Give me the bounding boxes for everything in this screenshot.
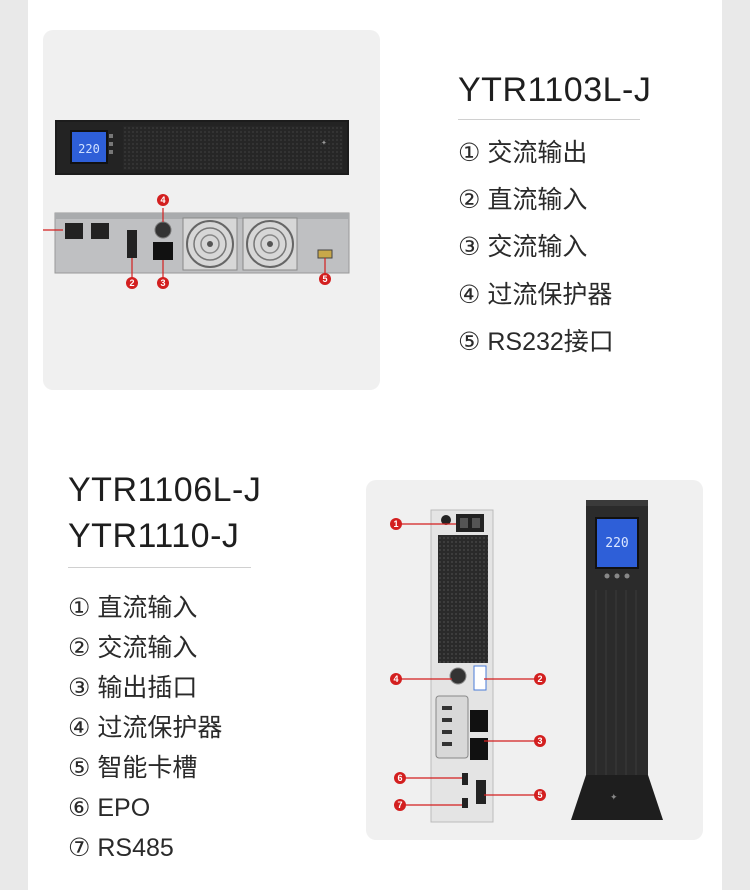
spec-item: ② 直流输入 <box>458 186 588 214</box>
marker-2: 2 <box>534 673 546 685</box>
ac-output-socket-1 <box>65 223 83 239</box>
rs232-port <box>317 249 333 259</box>
fan-left <box>182 217 238 271</box>
marker-3: 3 <box>157 277 169 289</box>
marker-7: 7 <box>394 799 406 811</box>
lcd-text: 220 <box>78 142 100 156</box>
marker-4: 4 <box>390 673 402 685</box>
marker-5: 5 <box>319 273 331 285</box>
breaker-icon <box>154 221 172 239</box>
rs485-port <box>462 798 468 808</box>
spec-item: ① 直流输入 <box>68 594 198 622</box>
product-card: 220 ✦ <box>28 0 722 890</box>
spec-item: ⑤ RS232接口 <box>458 328 614 356</box>
dc-input-port <box>441 515 451 525</box>
rack-ups-illustration: 220 ✦ <box>43 120 350 278</box>
spec-item: ① 交流输出 <box>458 139 588 167</box>
breaker-icon <box>449 667 467 685</box>
brand-logo-icon: ✦ <box>610 792 618 802</box>
fan-right <box>242 217 298 271</box>
model-title-2b: YTR1110-J <box>68 517 240 555</box>
title-divider-1 <box>458 119 640 120</box>
tower-ups-image: 220 ✦ 1 4 2 3 6 5 7 <box>366 480 703 840</box>
ac-output-socket-2 <box>91 223 109 239</box>
smart-card-slot <box>476 780 486 804</box>
smart-slot <box>435 695 469 759</box>
spec-item: ⑥ EPO <box>68 794 151 822</box>
marker-4: 4 <box>157 194 169 206</box>
spec-item: ② 交流输入 <box>68 634 198 662</box>
output-socket-1 <box>470 710 488 732</box>
title-divider-2 <box>68 567 251 568</box>
ac-input-module <box>473 665 487 691</box>
lcd-display <box>70 130 108 164</box>
ac-input-socket <box>153 242 173 260</box>
marker-3: 3 <box>534 735 546 747</box>
lcd-display <box>595 517 639 569</box>
model-title-1: YTR1103L-J <box>458 71 652 109</box>
spec-item: ⑦ RS485 <box>68 834 174 862</box>
tower-front-body <box>586 500 648 785</box>
dc-input-port <box>127 230 137 258</box>
marker-6: 6 <box>394 772 406 784</box>
output-socket-2 <box>470 738 488 760</box>
rack-ups-image: 220 ✦ <box>43 30 380 390</box>
spec-item: ③ 交流输入 <box>458 233 588 261</box>
spec-item: ③ 输出插口 <box>68 674 198 702</box>
tower-ups-illustration: 220 ✦ <box>400 500 663 823</box>
tower-stand <box>571 775 663 820</box>
lcd-text: 220 <box>605 536 628 551</box>
spec-item: ④ 过流保护器 <box>458 281 613 309</box>
model-title-2a: YTR1106L-J <box>68 471 262 509</box>
marker-5: 5 <box>534 789 546 801</box>
marker-2: 2 <box>126 277 138 289</box>
spec-item: ④ 过流保护器 <box>68 714 223 742</box>
spec-item: ⑤ 智能卡槽 <box>68 754 198 782</box>
brand-logo-icon: ✦ <box>321 139 327 147</box>
epo-port <box>462 773 468 785</box>
marker-1: 1 <box>390 518 402 530</box>
